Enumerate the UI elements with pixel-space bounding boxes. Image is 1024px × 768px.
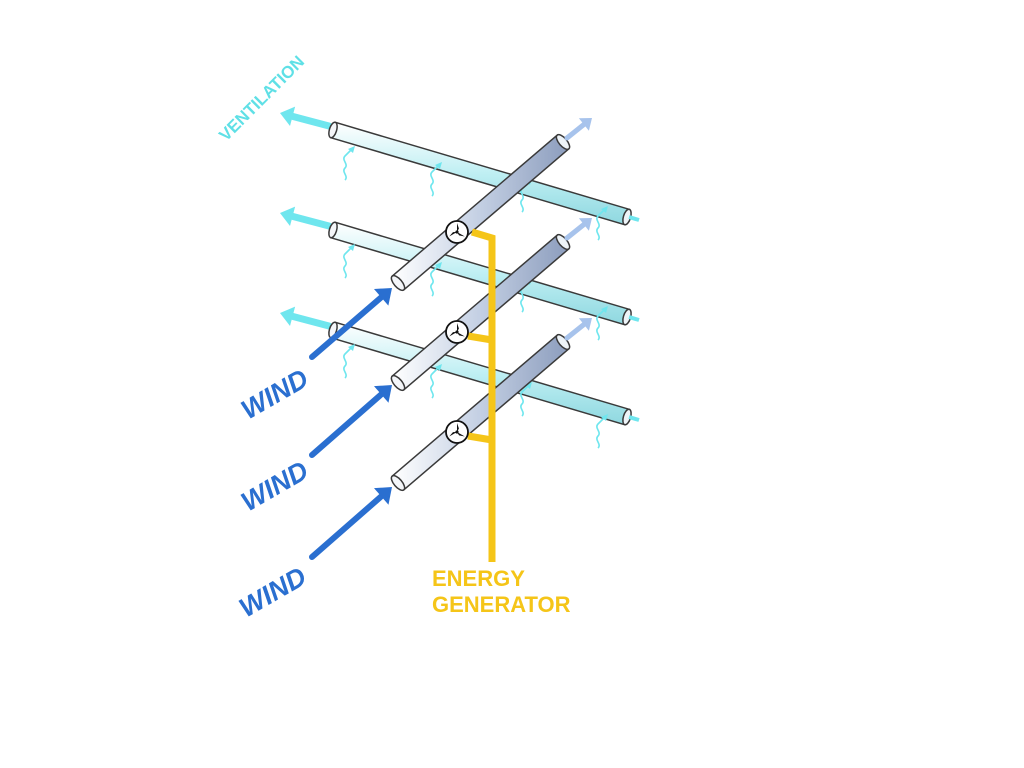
energy-generator-label-line1: ENERGY	[432, 566, 525, 591]
ventilation-outlet-3	[628, 415, 640, 422]
wavy-arrow-icon	[520, 382, 532, 417]
generator-branch-wire-3	[467, 432, 493, 444]
wavy-arrow-icon	[343, 146, 355, 181]
ventilation-arrow-3	[280, 306, 333, 330]
generator-layer	[445, 220, 496, 562]
turbine-icon	[445, 420, 469, 444]
wind-pipe-1	[390, 133, 571, 292]
ventilation-outlet-1	[628, 215, 640, 222]
wind-label-1: WIND	[236, 363, 313, 425]
wavy-arrow-icon	[343, 244, 355, 279]
ventilation-arrow-1	[280, 106, 333, 130]
ventilation-label: VENTILATION	[215, 52, 308, 145]
exhaust-arrow-1	[564, 118, 592, 141]
wind-pipes-layer	[309, 118, 592, 560]
wind-pipe-3	[390, 333, 571, 492]
wavy-arrow-icon	[596, 206, 608, 241]
wavy-arrow-icon	[430, 162, 442, 197]
ventilation-pipe-2	[328, 221, 632, 326]
ventilation-arrow-2	[280, 206, 333, 230]
turbine-icon	[445, 320, 469, 344]
wind-arrow-3	[309, 487, 392, 560]
wind-arrow-2	[309, 385, 392, 458]
turbine-icon	[445, 220, 469, 244]
wind-arrow-1	[309, 288, 392, 360]
generator-branch-wire-2	[467, 332, 493, 344]
wind-label-3: WIND	[234, 561, 311, 623]
ventilation-outlet-2	[628, 315, 640, 322]
wind-label-2: WIND	[236, 455, 313, 517]
wavy-arrow-icon	[596, 414, 608, 449]
wavy-arrow-icon	[596, 306, 608, 341]
heat-waves-layer	[343, 146, 608, 449]
wind-pipe-2	[390, 233, 571, 392]
ventilation-pipes-layer	[280, 106, 640, 426]
exhaust-arrow-2	[564, 218, 592, 241]
exhaust-arrow-3	[564, 318, 592, 341]
energy-generator-label-line2: GENERATOR	[432, 592, 571, 617]
wavy-arrow-icon	[343, 344, 355, 379]
wavy-arrow-icon	[430, 262, 442, 297]
wavy-arrow-icon	[430, 364, 442, 399]
generator-main-wire	[470, 228, 496, 562]
